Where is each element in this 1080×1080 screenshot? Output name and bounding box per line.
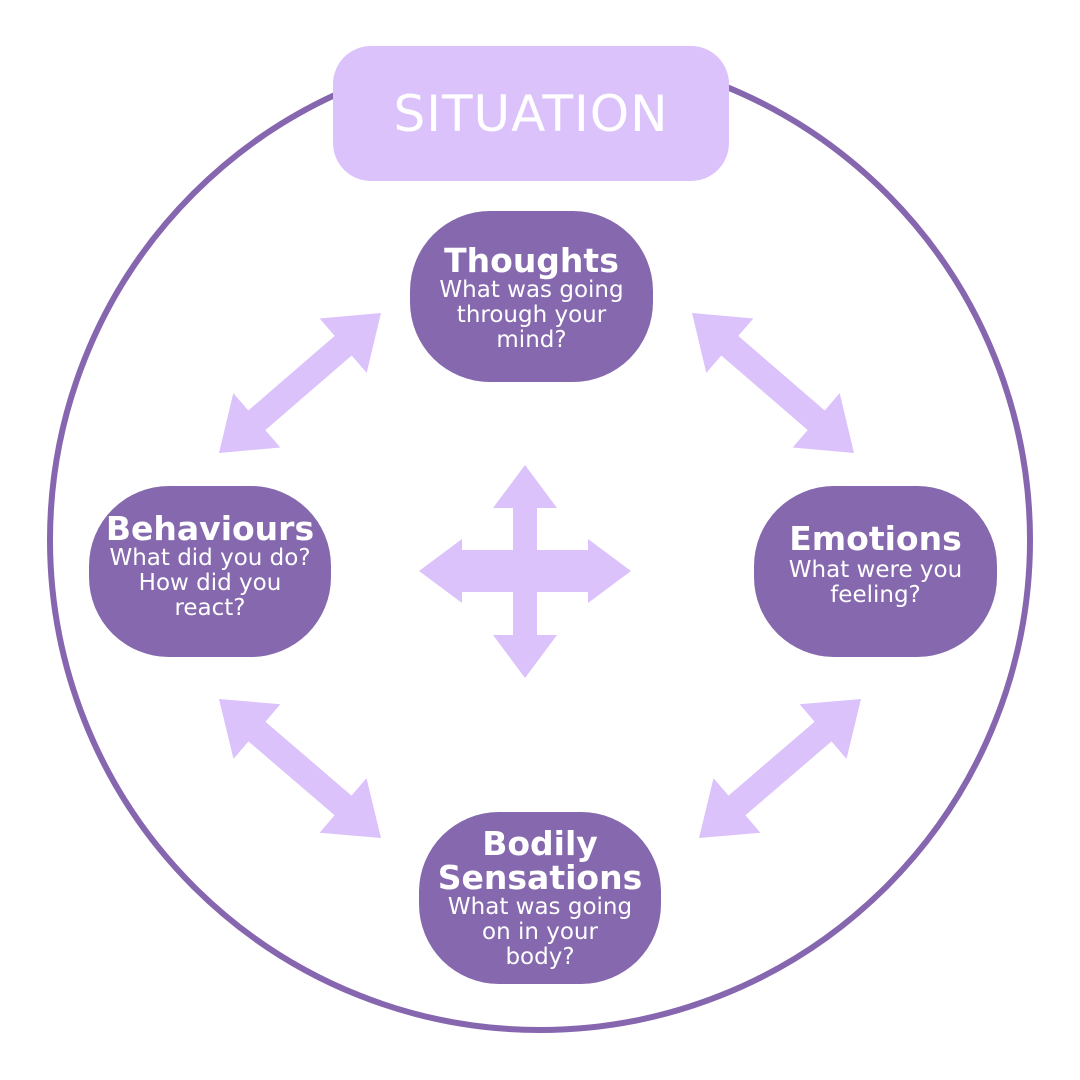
arrow-bodily-emotions (699, 699, 861, 838)
bodily-subtitle: What was going on in your body? (447, 893, 633, 970)
situation-box: SITUATION (333, 46, 729, 181)
node-emotions: Emotions What were you feeling? (754, 486, 997, 657)
thoughts-subtitle: What was going through your mind? (439, 277, 624, 353)
node-bodily-sensations: Bodily Sensations What was going on in y… (419, 812, 661, 984)
emotions-title: Emotions (789, 518, 962, 558)
arrow-behaviours-bodily (219, 699, 381, 838)
bodily-title: Bodily Sensations (437, 823, 643, 897)
four-way-arrow-icon (419, 465, 631, 678)
arrow-behaviours-thoughts (219, 313, 381, 453)
node-thoughts: Thoughts What was going through your min… (410, 211, 653, 382)
behaviours-subtitle: What did you do? How did you react? (109, 545, 311, 621)
behaviours-title: Behaviours (105, 509, 315, 548)
arrow-thoughts-emotions (692, 313, 854, 453)
emotions-subtitle: What were you feeling? (788, 556, 963, 608)
thoughts-title: Thoughts (444, 241, 619, 280)
situation-label: SITUATION (393, 84, 669, 143)
node-behaviours: Behaviours What did you do? How did you … (89, 486, 331, 657)
